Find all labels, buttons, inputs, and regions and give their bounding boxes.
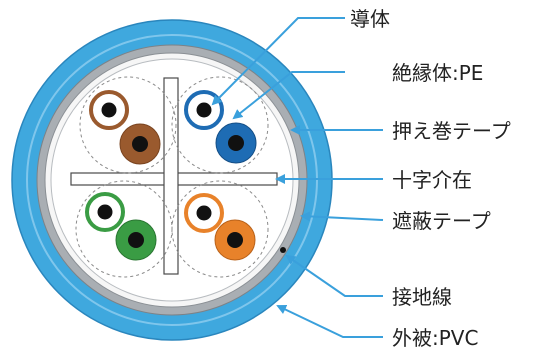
label-insulation: 絶縁体:PE: [392, 61, 483, 85]
arrow-conductor: [211, 17, 345, 106]
label-jacket: 外被:PVC: [392, 326, 478, 350]
label-shield-tape: 遮蔽テープ: [392, 209, 491, 233]
orange-conductor: [227, 232, 243, 248]
brown-conductor: [132, 136, 148, 152]
label-conductor: 導体: [350, 7, 390, 31]
pair-brown: [79, 76, 177, 174]
green-white-conductor: [97, 204, 113, 220]
brown-white-conductor: [101, 102, 117, 118]
arrow-jacket: [276, 304, 383, 338]
blue-white-conductor: [196, 102, 212, 118]
drain-wire: [280, 247, 286, 253]
cross-separator: [70, 77, 278, 275]
green-conductor: [128, 232, 144, 248]
label-cross-separator: 十字介在: [392, 168, 472, 192]
pair-green: [75, 180, 173, 278]
orange-white-conductor: [196, 205, 212, 221]
arrow-insulation: [232, 71, 345, 120]
pair-orange: [171, 180, 269, 278]
label-binder-tape: 押え巻テープ: [392, 119, 511, 143]
label-drain-wire: 接地線: [392, 285, 452, 309]
arrow-shield-tape: [300, 211, 384, 222]
blue-conductor: [228, 135, 244, 151]
arrow-drain-wire: [285, 254, 383, 297]
